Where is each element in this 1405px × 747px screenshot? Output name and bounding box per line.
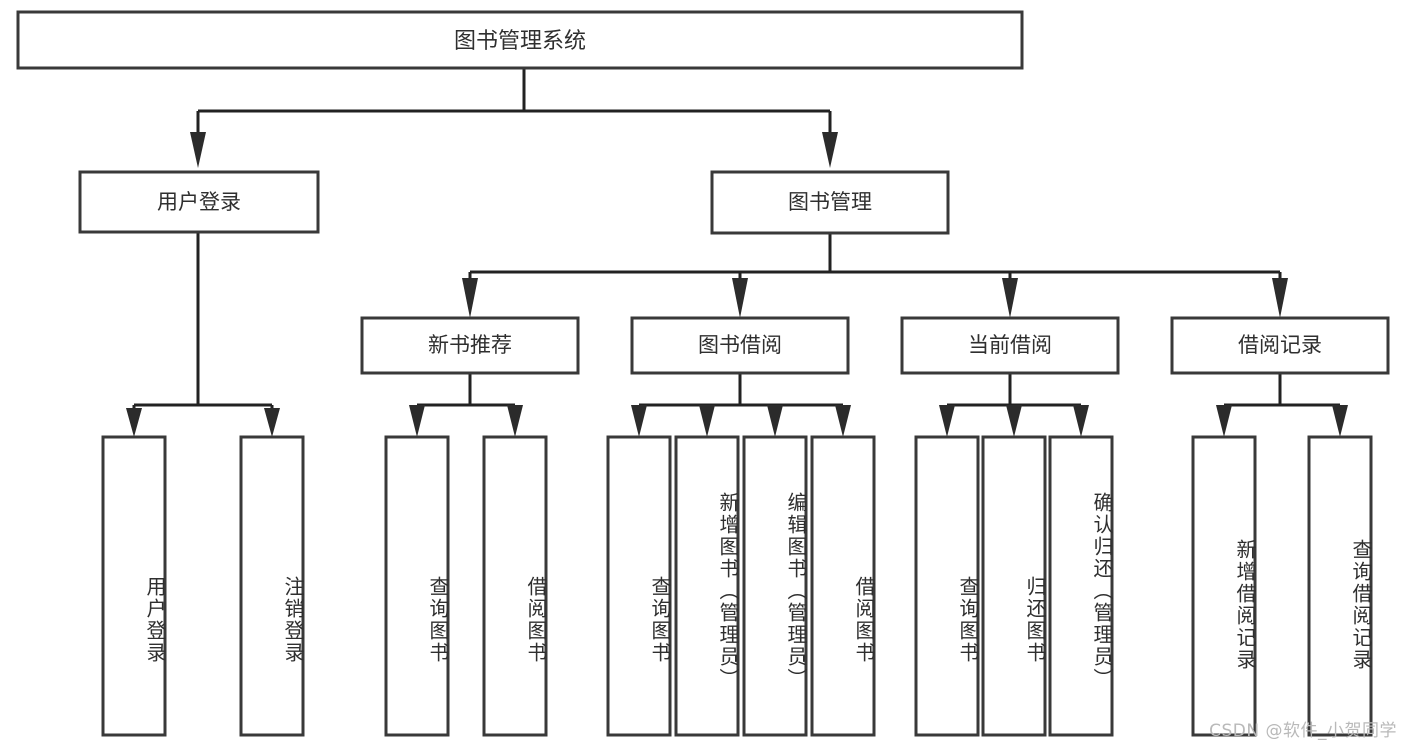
leaf-box-borrow-record-2[interactable] xyxy=(1307,435,1373,737)
node-book-manage-label: 图书管理 xyxy=(788,190,872,214)
arrow-head-book-borrow xyxy=(732,278,748,318)
node-current-borrow-box[interactable] xyxy=(900,316,1120,375)
node-new-book-recommend[interactable]: 新书推荐 xyxy=(360,316,580,375)
leaf-box-borrow-record-1[interactable] xyxy=(1191,435,1257,737)
arrow-head-bb-leaf-2 xyxy=(699,405,715,437)
arrow-head-bb-leaf-1 xyxy=(631,405,647,437)
arrow-head-leaf-user-login-2 xyxy=(264,408,280,437)
node-new-book-recommend-label: 新书推荐 xyxy=(428,333,512,357)
node-root-label: 图书管理系统 xyxy=(454,29,586,54)
leaf-box-new-book-1[interactable] xyxy=(384,435,450,737)
leaf-boxes-borrow-record xyxy=(1191,435,1373,737)
arrow-head-bb-leaf-4 xyxy=(835,405,851,437)
arrow-head-book-manage xyxy=(822,132,838,168)
node-book-borrow-label: 图书借阅 xyxy=(698,333,782,357)
arrow-head-br-leaf-2 xyxy=(1332,405,1348,437)
leaf-box-current-borrow-2[interactable] xyxy=(981,435,1047,737)
node-book-manage[interactable]: 图书管理 xyxy=(710,170,950,235)
csdn-watermark: CSDN @软件_小贺同学 xyxy=(1209,721,1397,741)
leaf-box-current-borrow-1[interactable] xyxy=(914,435,980,737)
node-book-borrow[interactable]: 图书借阅 xyxy=(630,316,850,375)
arrow-head-new-book xyxy=(462,278,478,318)
connector-group-user-login xyxy=(126,232,280,437)
node-current-borrow[interactable]: 当前借阅 xyxy=(900,316,1120,375)
arrow-head-br-leaf-1 xyxy=(1216,405,1232,437)
arrow-head-leaf-user-login-1 xyxy=(126,408,142,437)
leaf-box-book-borrow-2[interactable] xyxy=(674,435,740,737)
node-book-borrow-box[interactable] xyxy=(630,316,850,375)
arrow-head-cb-leaf-1 xyxy=(939,405,955,437)
leaf-box-book-borrow-4[interactable] xyxy=(810,435,876,737)
connector-group-book-borrow xyxy=(631,373,851,437)
node-root[interactable]: 图书管理系统 xyxy=(16,10,1024,70)
node-book-manage-box[interactable] xyxy=(710,170,950,235)
node-root-box[interactable] xyxy=(16,10,1024,70)
arrow-head-nb-leaf-1 xyxy=(409,405,425,437)
connector-group-current-borrow xyxy=(939,373,1089,437)
leaf-box-current-borrow-3[interactable] xyxy=(1048,435,1114,737)
leaf-box-new-book-2[interactable] xyxy=(482,435,548,737)
leaf-box-book-borrow-3[interactable] xyxy=(742,435,808,737)
node-borrow-record-label: 借阅记录 xyxy=(1238,333,1322,357)
node-borrow-record[interactable]: 借阅记录 xyxy=(1170,316,1390,375)
leaf-boxes-current-borrow xyxy=(914,435,1114,737)
node-user-login-label: 用户登录 xyxy=(157,190,241,214)
leaf-boxes-new-book xyxy=(384,435,548,737)
leaf-boxes-book-borrow xyxy=(606,435,876,737)
leaf-box-user-login-2[interactable] xyxy=(239,435,305,737)
node-borrow-record-box[interactable] xyxy=(1170,316,1390,375)
arrow-head-current-borrow xyxy=(1002,278,1018,318)
node-new-book-recommend-box[interactable] xyxy=(360,316,580,375)
arrow-head-borrow-record xyxy=(1272,278,1288,318)
leaf-box-user-login-1[interactable] xyxy=(101,435,167,737)
connector-group-new-book xyxy=(409,373,523,437)
arrow-head-cb-leaf-3 xyxy=(1073,405,1089,437)
connector-group-book-manage xyxy=(462,233,1288,318)
connector-group-root xyxy=(190,68,838,168)
node-current-borrow-label: 当前借阅 xyxy=(968,333,1052,357)
leaf-box-book-borrow-1[interactable] xyxy=(606,435,672,737)
leaf-boxes-user-login xyxy=(101,435,305,737)
arrow-head-user-login xyxy=(190,132,206,168)
node-user-login-box[interactable] xyxy=(78,170,320,234)
node-user-login[interactable]: 用户登录 xyxy=(78,170,320,234)
connector-group-borrow-record xyxy=(1216,373,1348,437)
arrow-head-cb-leaf-2 xyxy=(1006,405,1022,437)
arrow-head-nb-leaf-2 xyxy=(507,405,523,437)
arrow-head-bb-leaf-3 xyxy=(767,405,783,437)
